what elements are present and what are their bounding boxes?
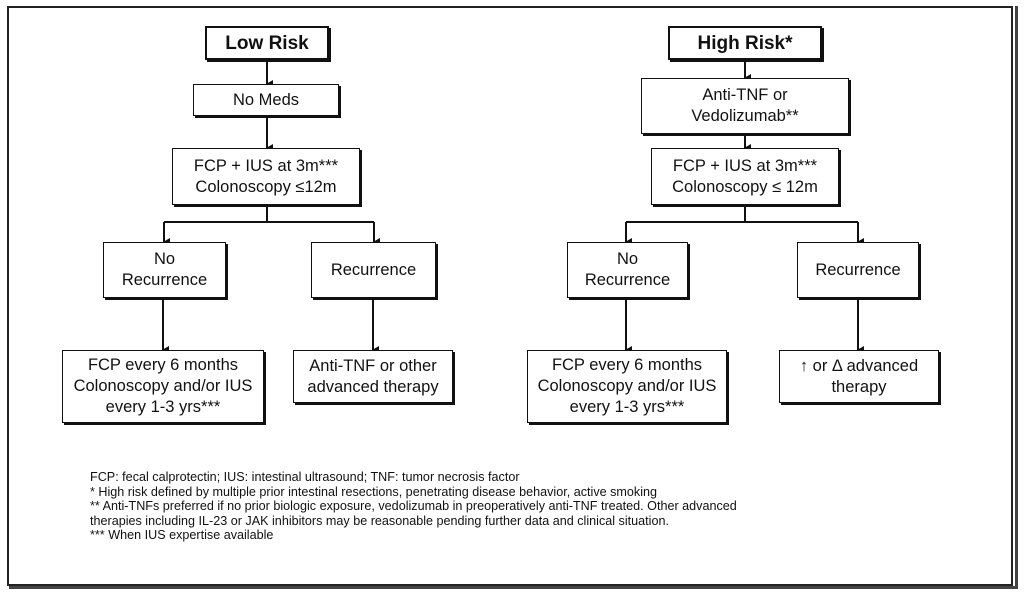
low-risk-title: Low Risk (205, 26, 329, 60)
low-risk-treatment-plan-box: Anti-TNF or other advanced therapy (293, 350, 453, 403)
low-risk-recurrence-box: Recurrence (311, 242, 436, 298)
high-risk-recurrence-box: Recurrence (797, 242, 919, 298)
high-risk-title: High Risk* (668, 26, 822, 60)
low-risk-monitoring-box: FCP + IUS at 3m*** Colonoscopy ≤12m (172, 148, 360, 205)
high-risk-treatment-plan-box: ↑ or Δ advanced therapy (779, 350, 939, 403)
footnotes: FCP: fecal calprotectin; IUS: intestinal… (90, 470, 790, 543)
footnote-therapy-preference: ** Anti-TNFs preferred if no prior biolo… (90, 499, 737, 528)
high-risk-monitoring-box: FCP + IUS at 3m*** Colonoscopy ≤ 12m (651, 148, 839, 205)
high-risk-no-recurrence-box: No Recurrence (567, 242, 688, 298)
high-risk-meds-box: Anti-TNF or Vedolizumab** (641, 78, 849, 134)
low-risk-surveillance-plan-box: FCP every 6 months Colonoscopy and/or IU… (62, 350, 264, 423)
low-risk-no-recurrence-box: No Recurrence (103, 242, 226, 298)
footnote-ius-expertise: *** When IUS expertise available (90, 528, 274, 543)
footnote-abbreviations: FCP: fecal calprotectin; IUS: intestinal… (90, 470, 520, 484)
frame-shadow-right (1015, 6, 1018, 589)
frame-shadow-bottom (9, 586, 1018, 589)
high-risk-surveillance-plan-box: FCP every 6 months Colonoscopy and/or IU… (527, 350, 727, 423)
low-risk-meds-box: No Meds (193, 84, 339, 116)
diagram-frame (7, 6, 1013, 586)
footnote-high-risk-definition: * High risk defined by multiple prior in… (90, 484, 658, 499)
